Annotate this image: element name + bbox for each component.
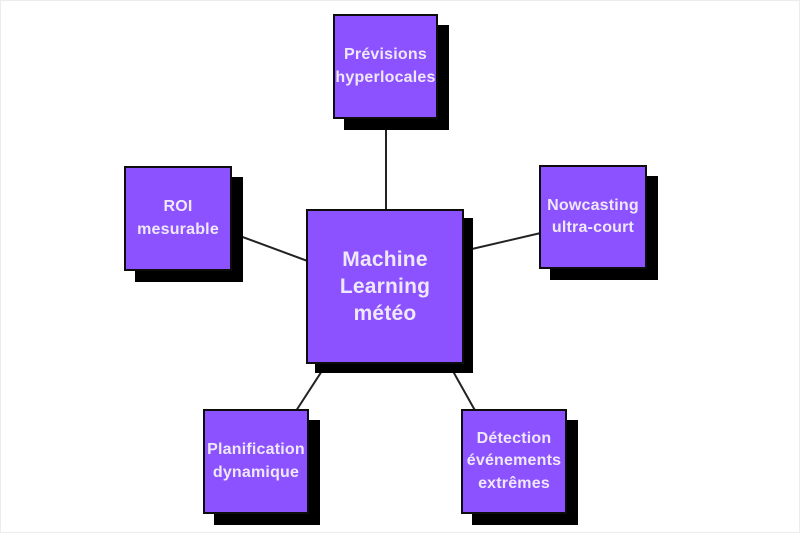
node-label: Détection événements extrêmes — [466, 430, 562, 492]
connector-left — [228, 231, 314, 264]
connector-right — [458, 231, 546, 253]
node-previsions-hyperlocales: Prévisions hyperlocales — [333, 14, 438, 119]
connector-bottom-right — [444, 356, 478, 415]
node-label: ROI mesurable — [137, 198, 219, 238]
connector-bottom-left — [293, 356, 332, 415]
node-label: Nowcasting ultra-court — [547, 196, 639, 236]
node-nowcasting-ultra-court: Nowcasting ultra-court — [539, 165, 647, 269]
node-roi-mesurable: ROI mesurable — [124, 166, 232, 271]
node-planification-dynamique: Planification dynamique — [203, 409, 309, 514]
node-label: Machine Learning météo — [339, 247, 431, 326]
node-label: Planification dynamique — [207, 441, 305, 481]
node-label: Prévisions hyperlocales — [335, 46, 436, 86]
node-detection-evenements-extremes: Détection événements extrêmes — [461, 409, 567, 514]
node-machine-learning-meteo: Machine Learning météo — [306, 209, 464, 364]
